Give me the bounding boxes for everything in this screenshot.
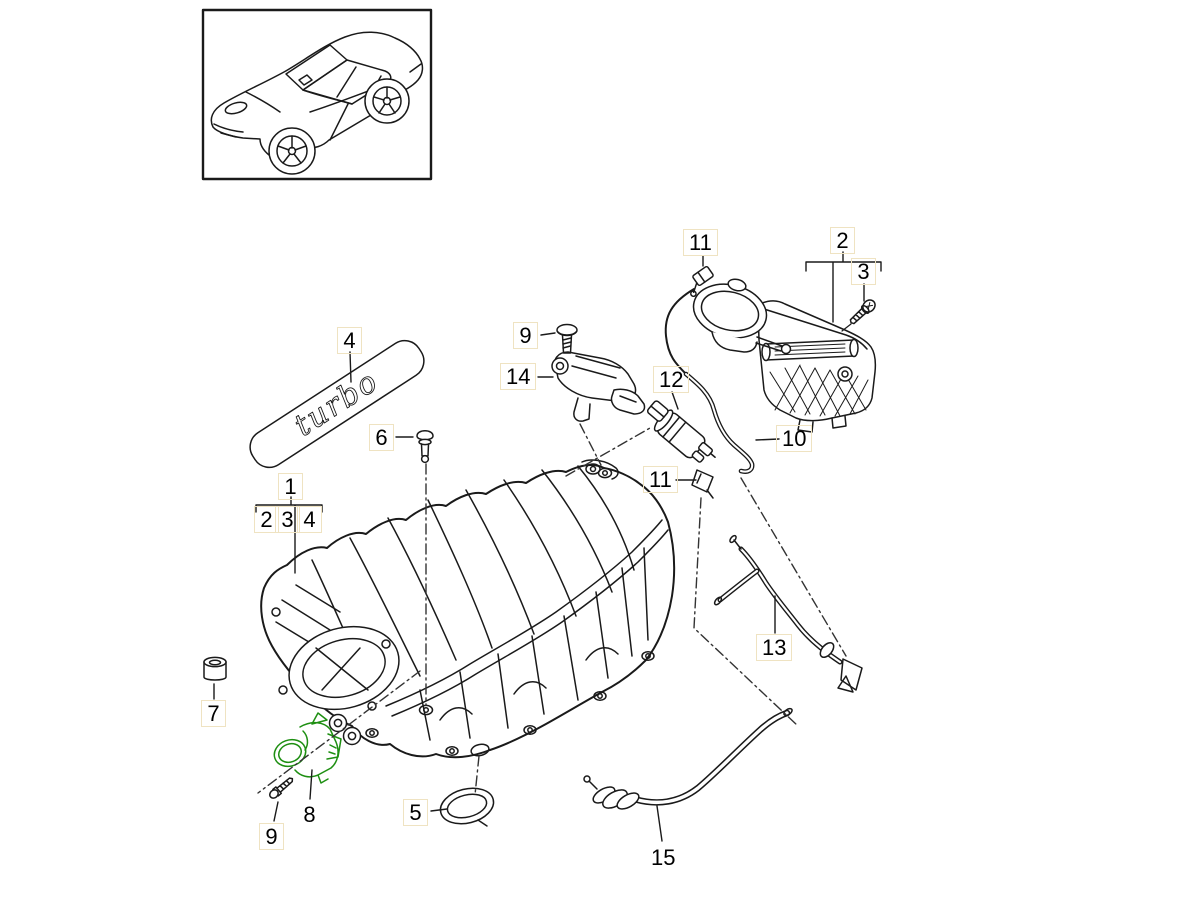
callout-leader-lines [213,251,882,842]
callout-3[interactable]: 3 [851,258,876,285]
sensor-part14-drawing [551,351,646,422]
connector-11-top-drawing [664,265,714,375]
vehicle-thumbnail [201,8,433,181]
callout-1-sub-4[interactable]: 4 [297,506,322,533]
callout-11-top[interactable]: 11 [683,229,718,256]
gasket-part5-drawing [439,787,495,827]
screw-part6-drawing [416,430,434,464]
callout-13[interactable]: 13 [756,634,793,661]
callout-4[interactable]: 4 [337,327,362,354]
callout-15[interactable]: 15 [651,845,676,870]
actuator-bracket-assembly-drawing [692,278,877,433]
callout-8[interactable]: 8 [303,802,316,827]
hose-part13-drawing [713,534,863,693]
callout-9-top[interactable]: 9 [513,322,538,349]
assembly-construction-lines [257,423,847,796]
callout-5[interactable]: 5 [403,799,428,826]
screw-9-top-drawing [556,323,578,354]
callout-6[interactable]: 6 [369,424,394,451]
callout-1[interactable]: 1 [278,473,303,500]
intake-manifold-drawing [260,459,676,759]
screw-9-bottom-drawing [269,777,294,799]
turbo-trim-strip-drawing: turbo [249,339,425,469]
hose-part15-drawing [583,707,793,810]
solenoid-valve-12-drawing [646,400,716,463]
callout-11-bottom[interactable]: 11 [643,466,678,493]
front-wheel [268,127,316,175]
connector-11-bottom-drawing [691,469,714,499]
callout-12[interactable]: 12 [653,366,690,393]
callout-2[interactable]: 2 [830,227,855,254]
callout-1-sub-3[interactable]: 3 [275,506,300,533]
callout-14[interactable]: 14 [500,363,537,390]
callout-7[interactable]: 7 [201,700,226,727]
callout-10[interactable]: 10 [776,425,813,452]
callout-1-sub-2[interactable]: 2 [254,506,279,533]
hose-part10-drawing [683,371,755,474]
cap-part7-drawing [203,656,227,681]
callout-9-bottom[interactable]: 9 [259,823,284,850]
screw-part3-drawing [841,299,876,332]
rear-wheel [364,78,410,124]
